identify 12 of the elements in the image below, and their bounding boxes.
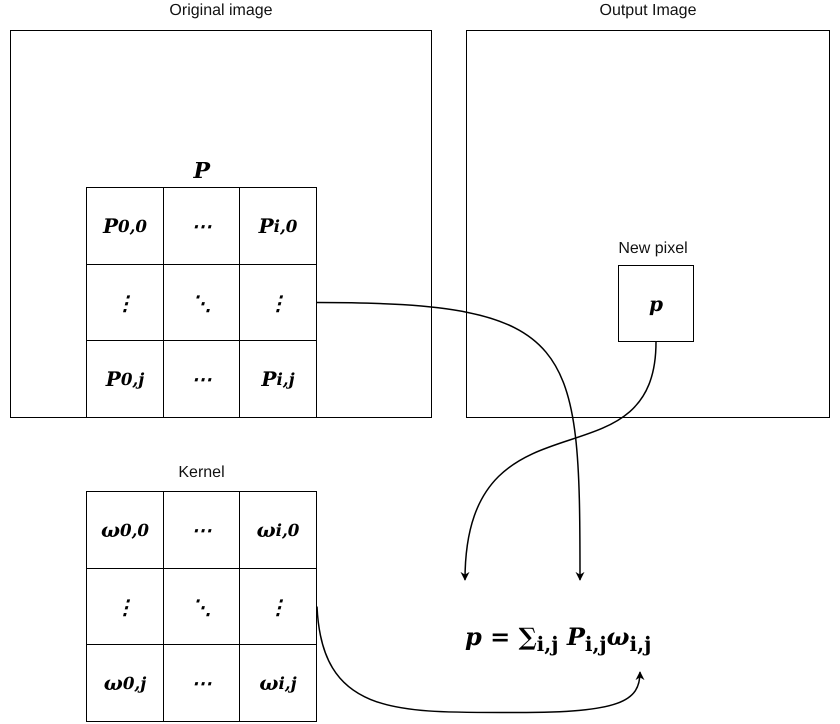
image-title: Original image [168, 2, 274, 20]
curved-arrow [316, 302, 584, 581]
matrix-cell: ⋮ [239, 568, 317, 646]
matrix-cell: ⋮ [239, 264, 317, 342]
pixel-box: p [618, 265, 694, 342]
matrix-cell: ⋯ [162, 644, 240, 722]
pixel-heading: New pixel [617, 240, 689, 258]
grid-heading: P [194, 158, 210, 184]
image-title: Output Image [598, 2, 698, 20]
formula: p = ∑$_{i,j}$ P$_{i,j}$ω$_{i,j}$ [465, 622, 652, 656]
curved-arrow [461, 342, 657, 581]
grid-heading: Kernel [177, 464, 226, 482]
